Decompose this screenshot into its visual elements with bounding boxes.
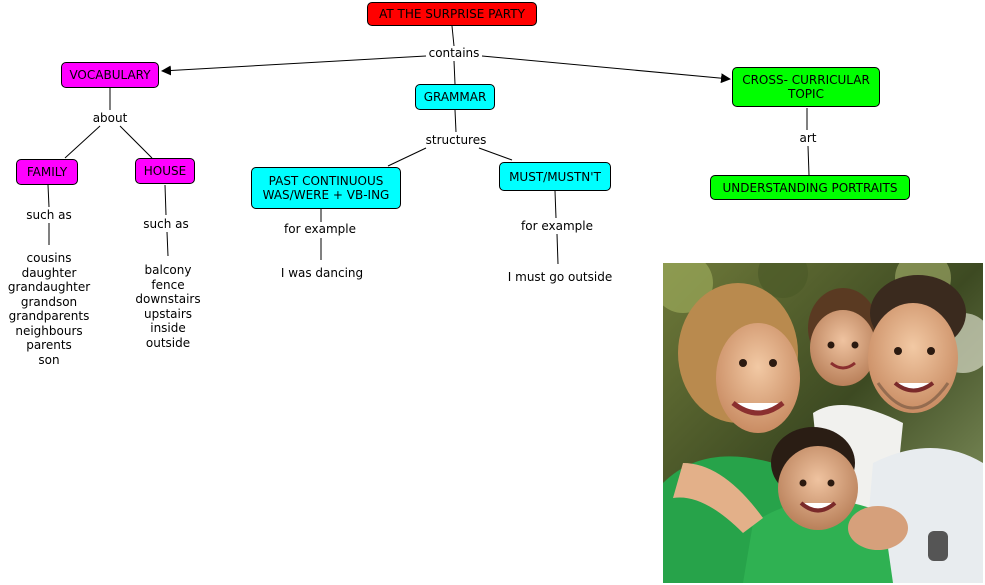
list-item: grandparents — [8, 309, 90, 323]
grammar-node[interactable]: GRAMMAR — [415, 84, 495, 110]
understanding-portraits-node[interactable]: UNDERSTANDING PORTRAITS — [710, 175, 910, 200]
list-item: son — [38, 352, 60, 367]
house-word-list: balcony fence downstairs upstairs inside… — [135, 263, 200, 350]
family-portrait-photo — [663, 263, 983, 583]
list-item: grandson — [20, 294, 78, 309]
house-such-as-label: such as — [141, 217, 191, 231]
vocabulary-node[interactable]: VOCABULARY — [61, 62, 159, 88]
past-continuous-for-example-label: for example — [282, 222, 358, 236]
list-item: outside — [145, 335, 191, 350]
must-for-example-label: for example — [519, 219, 595, 233]
family-node[interactable]: FAMILY — [16, 159, 78, 185]
root-node[interactable]: AT THE SURPRISE PARTY — [367, 2, 537, 26]
list-item: grandaughter — [7, 280, 91, 294]
past-continuous-example: I was dancing — [280, 266, 364, 280]
art-link-label: art — [797, 131, 819, 145]
must-node[interactable]: MUST/MUSTN'T — [499, 162, 611, 191]
list-item: fence — [151, 277, 185, 292]
family-photo-illustration — [663, 263, 983, 583]
past-continuous-node[interactable]: PAST CONTINUOUS WAS/WERE + VB-ING — [251, 167, 401, 209]
family-such-as-label: such as — [24, 208, 74, 222]
structures-link-label: structures — [423, 133, 489, 147]
list-item: cousins — [26, 251, 72, 265]
must-example: I must go outside — [507, 270, 613, 284]
contains-link-label: contains — [426, 46, 482, 60]
list-item: inside — [150, 321, 186, 335]
list-item: upstairs — [143, 306, 193, 321]
house-node[interactable]: HOUSE — [135, 158, 195, 184]
list-item: downstairs — [135, 292, 201, 306]
about-link-label: about — [90, 111, 130, 125]
cross-curricular-node[interactable]: CROSS- CURRICULAR TOPIC — [732, 67, 880, 107]
list-item: parents — [26, 338, 72, 352]
list-item: neighbours — [15, 323, 83, 338]
family-word-list: cousins daughter grandaughter grandson g… — [8, 251, 90, 367]
list-item: daughter — [21, 265, 77, 280]
list-item: balcony — [144, 263, 192, 277]
